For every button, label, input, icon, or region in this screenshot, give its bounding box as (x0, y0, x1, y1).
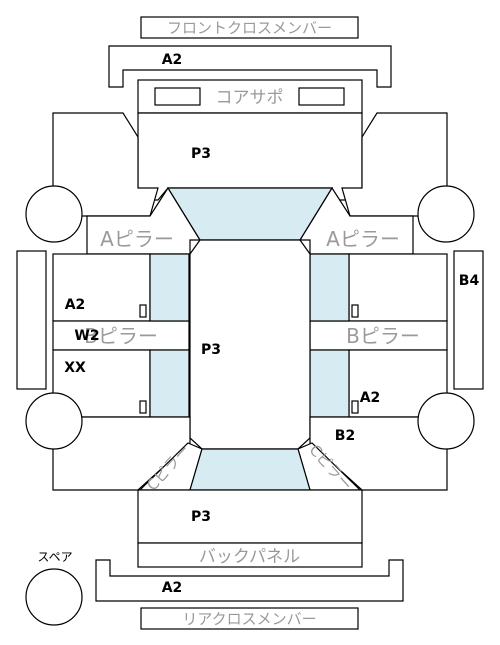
left-front-door-handle[interactable] (139, 304, 147, 318)
right-rear-wheel[interactable] (417, 392, 475, 450)
core-support-label: コアサポ (216, 88, 284, 108)
right-front-door-handle[interactable] (351, 304, 359, 318)
right-a-pillar-label: Aピラー (326, 227, 400, 251)
right-rear-door-handle[interactable] (351, 400, 359, 414)
left-rear-door-code: XX (64, 360, 86, 376)
hood-code: P3 (191, 146, 211, 162)
back-panel-label: バックパネル (199, 547, 300, 567)
right-rear-door-code: A2 (360, 390, 381, 406)
front-cross-member-label: フロントクロスメンバー (167, 19, 332, 37)
left-rear-window[interactable] (149, 349, 190, 418)
left-rear-wheel[interactable] (25, 392, 83, 450)
rear-bumper-code: A2 (162, 580, 183, 596)
left-rear-door-handle[interactable] (139, 400, 147, 414)
hood[interactable] (137, 112, 363, 201)
trunk-code: P3 (191, 509, 211, 525)
rear-cross-member-label: リアクロスメンバー (182, 610, 316, 628)
left-front-window[interactable] (149, 253, 190, 322)
rear-cross-member-box[interactable] (140, 607, 359, 630)
front-bumper-bracket[interactable] (108, 45, 392, 88)
spare-tire[interactable] (25, 568, 83, 626)
right-front-fender[interactable] (341, 112, 448, 217)
rear-window[interactable] (189, 448, 311, 491)
right-b-pillar-label: Bピラー (346, 324, 420, 348)
left-headlight[interactable] (154, 87, 201, 106)
left-rocker-panel[interactable] (16, 250, 47, 390)
left-b-pillar-code: W2 (74, 328, 99, 344)
right-front-wheel[interactable] (417, 185, 475, 243)
front-cross-member-box[interactable] (140, 16, 359, 39)
spare-tire-label: スペア (37, 550, 72, 564)
rear-bumper-bracket[interactable] (95, 559, 404, 602)
right-headlight[interactable] (298, 87, 345, 106)
left-a-pillar-label: Aピラー (100, 227, 174, 251)
left-front-wheel[interactable] (25, 185, 83, 243)
front-bumper-code: A2 (162, 52, 183, 68)
right-front-door[interactable] (348, 253, 448, 322)
right-rocker-panel[interactable] (453, 250, 484, 390)
left-b-pillar-label: Bピラー (84, 324, 158, 348)
trunk[interactable] (137, 489, 363, 544)
left-front-door-code: A2 (65, 297, 86, 313)
roof-code: P3 (201, 342, 221, 358)
right-rear-window[interactable] (309, 349, 350, 418)
right-front-window[interactable] (309, 253, 350, 322)
right-rear-quarter-code: B2 (335, 428, 355, 444)
right-rocker-code: B4 (459, 273, 480, 289)
back-panel[interactable] (137, 542, 363, 568)
